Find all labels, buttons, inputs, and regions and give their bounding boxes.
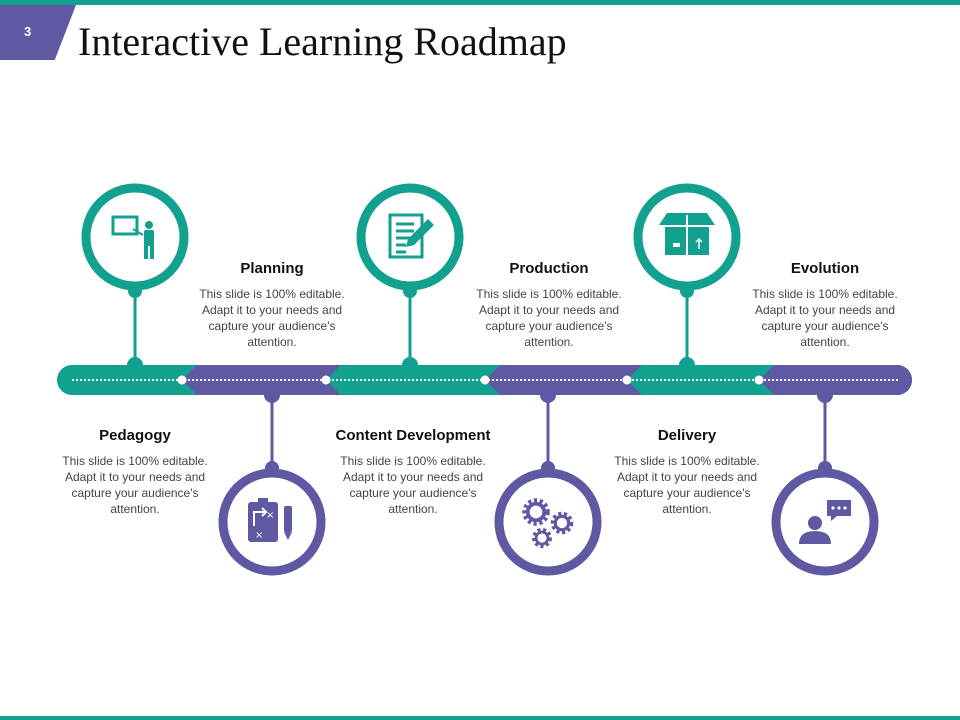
milestone-heading: Planning	[240, 260, 304, 277]
timeline-dot	[622, 375, 632, 385]
connector-knob	[817, 395, 833, 403]
milestone-node-production	[494, 395, 602, 576]
milestone-body: This slide is 100% editable. Adapt it to…	[62, 454, 208, 516]
milestone-node-planning: ××	[218, 395, 326, 576]
slide-number: 3	[24, 24, 32, 39]
milestone-circle	[771, 468, 879, 576]
timeline-dot	[321, 375, 331, 385]
milestone-heading: Content Development	[335, 427, 491, 444]
milestone-heading: Delivery	[657, 427, 717, 444]
milestone-circle	[494, 468, 602, 576]
milestone-body: This slide is 100% editable. Adapt it to…	[614, 454, 760, 516]
gears-icon	[522, 498, 574, 548]
timeline-dot	[754, 375, 764, 385]
milestone-circle	[81, 183, 189, 291]
timeline-dot	[480, 375, 490, 385]
milestone-content-development: Content Development This slide is 100% e…	[313, 427, 513, 517]
connector-knob	[540, 395, 556, 403]
timeline-segment	[485, 365, 642, 395]
timeline-dot	[177, 375, 187, 385]
milestone-body: This slide is 100% editable. Adapt it to…	[340, 454, 486, 516]
connector-knob	[264, 395, 280, 403]
connector-knob	[127, 357, 143, 365]
bottom-accent-line	[0, 716, 960, 720]
milestone-node-delivery	[633, 183, 741, 365]
milestone-planning: Planning This slide is 100% editable. Ad…	[187, 260, 357, 350]
milestone-production: Production This slide is 100% editable. …	[464, 260, 634, 350]
timeline-segment	[759, 365, 912, 395]
document-edit-icon	[388, 213, 434, 259]
milestone-heading: Production	[509, 260, 589, 277]
connector-knob	[679, 357, 695, 365]
teacher-board-icon	[111, 215, 154, 259]
timeline-bar	[57, 365, 912, 395]
milestone-body: This slide is 100% editable. Adapt it to…	[199, 287, 345, 349]
connector-knob	[402, 357, 418, 365]
milestone-heading: Pedagogy	[99, 427, 171, 444]
milestone-delivery: Delivery This slide is 100% editable. Ad…	[602, 427, 772, 517]
open-box-icon	[659, 213, 715, 255]
milestone-node-evolution	[771, 395, 879, 576]
milestone-pedagogy: Pedagogy This slide is 100% editable. Ad…	[50, 427, 220, 517]
top-accent-line	[0, 0, 960, 5]
strategy-plan-icon: ××	[248, 498, 292, 542]
milestone-heading: Evolution	[790, 260, 860, 277]
milestone-node-content-development	[356, 183, 464, 365]
svg-text:×: ×	[255, 530, 263, 541]
milestone-evolution: Evolution This slide is 100% editable. A…	[740, 260, 910, 350]
milestone-body: This slide is 100% editable. Adapt it to…	[752, 287, 898, 349]
page-title: Interactive Learning Roadmap	[78, 19, 567, 64]
user-chat-icon	[799, 500, 851, 544]
milestone-body: This slide is 100% editable. Adapt it to…	[476, 287, 622, 349]
milestone-node-pedagogy	[81, 183, 189, 365]
svg-text:×: ×	[266, 510, 274, 521]
